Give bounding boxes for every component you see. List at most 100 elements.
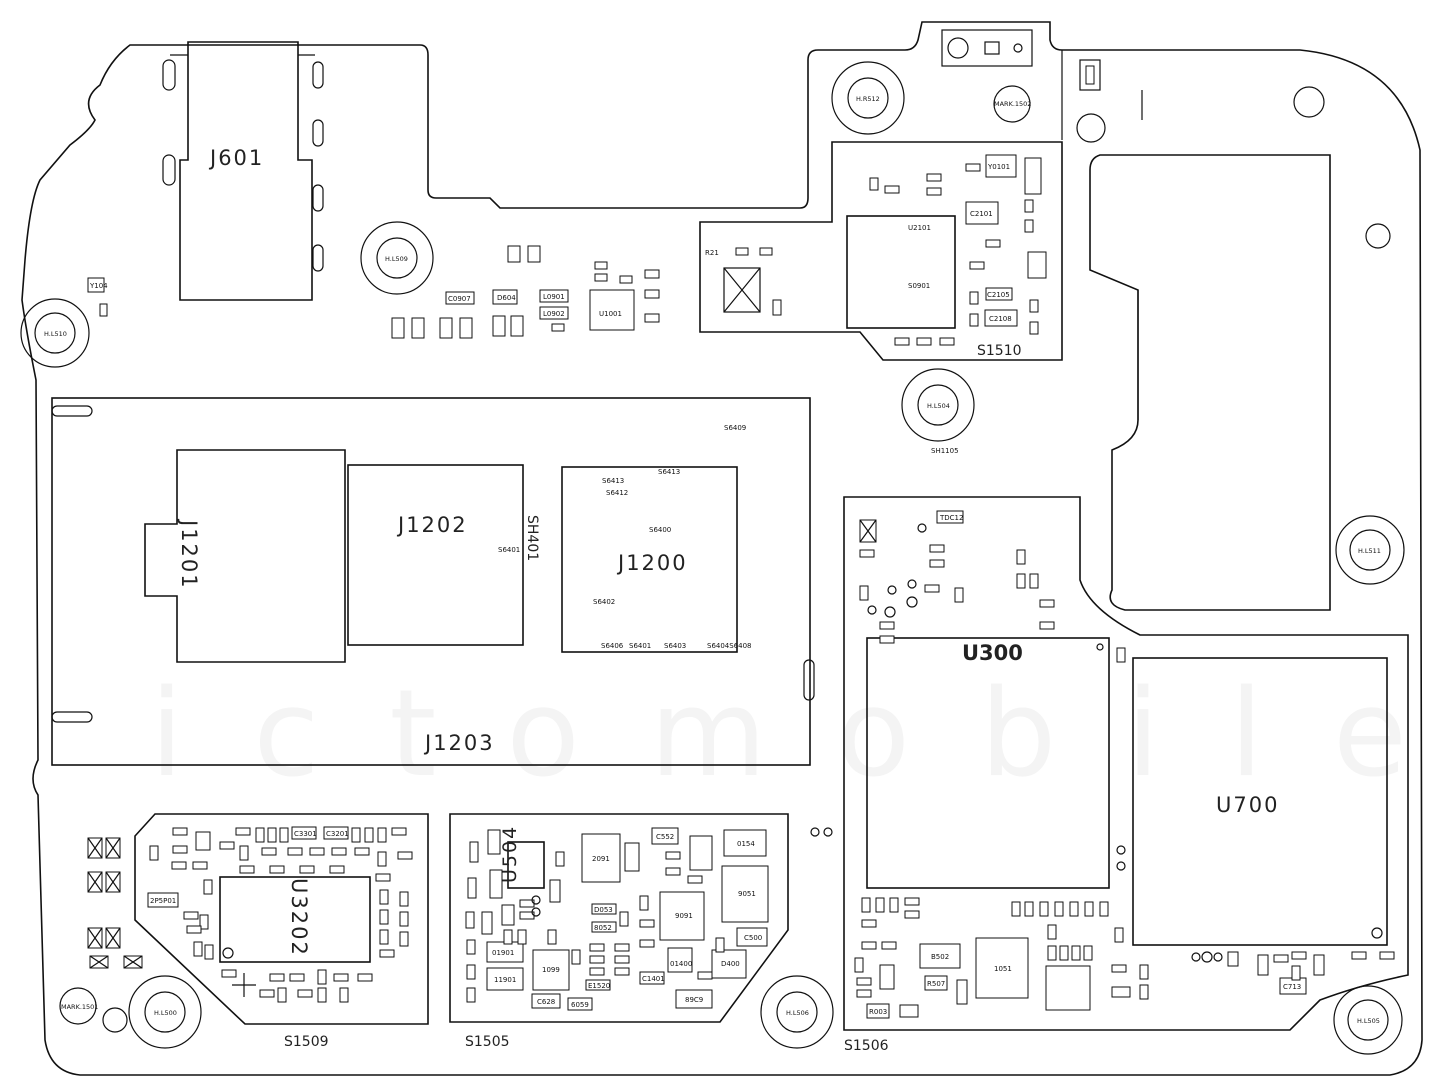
shield-s1506: U300 U700 TDC12 1051 B502 R507 R003 C713… <box>843 496 1409 1054</box>
8052-label: 8052 <box>594 924 612 932</box>
y104-label: Y104 <box>89 282 108 290</box>
hole-h510: H.L510 <box>20 298 90 368</box>
u1001-label: U1001 <box>599 310 622 318</box>
d400-label: D400 <box>721 960 740 968</box>
01901-label: 01901 <box>492 949 514 957</box>
hole-h509: H.L509 <box>360 221 434 295</box>
r21-label: R21 <box>705 249 719 257</box>
svg-text:MARK.1502: MARK.1502 <box>994 100 1031 108</box>
watermark-text: ictomobile <box>150 665 1443 804</box>
u700-label: U700 <box>1216 793 1279 817</box>
j1203-label: J1203 <box>423 731 495 755</box>
svg-text:S6412: S6412 <box>606 489 628 497</box>
small-hole <box>1076 113 1106 143</box>
0154-label: 0154 <box>737 840 755 848</box>
9051-label: 9051 <box>738 890 756 898</box>
u300-label: U300 <box>962 641 1023 665</box>
u2101-label: U2101 <box>908 224 931 232</box>
test-pads <box>531 523 1223 963</box>
1099-label: 1099 <box>542 966 560 974</box>
hole-h511: H.L511 <box>1335 515 1405 585</box>
svg-text:H.L505: H.L505 <box>1357 1017 1380 1025</box>
d053-label: D053 <box>594 906 613 914</box>
svg-text:H.L504: H.L504 <box>927 402 950 410</box>
b502-label: B502 <box>931 953 949 961</box>
connector-j601: J601 <box>162 41 324 301</box>
9091-label: 9091 <box>675 912 693 920</box>
tdc12-label: TDC12 <box>939 514 963 522</box>
mark-1502: MARK.1502 <box>993 85 1031 123</box>
c2101-label: C2101 <box>970 210 993 218</box>
svg-text:H.L510: H.L510 <box>44 330 67 338</box>
small-hole <box>1293 86 1325 118</box>
sh401-label: SH401 <box>524 515 540 561</box>
board-outline <box>21 21 1423 1076</box>
svg-text:H.R512: H.R512 <box>856 95 880 103</box>
small-hole <box>102 1007 128 1033</box>
sh1105-label: SH1105 <box>931 447 959 455</box>
shield-s1510: U2101 S0901 R21 Y0101 C2101 C2108 C2105 … <box>699 141 1063 361</box>
c2105-label: C2105 <box>987 291 1010 299</box>
connector-j1200: J1200 S6409 S6413 S6413 S6412 S6400 S640… <box>498 424 752 653</box>
s1505-label: S1505 <box>465 1034 510 1050</box>
connector-j1203: J1203 <box>51 397 815 766</box>
c3201-label: C3201 <box>326 830 349 838</box>
y0101-label: Y0101 <box>987 163 1010 171</box>
left-component-column <box>87 837 143 969</box>
01400-label: 01400 <box>670 960 692 968</box>
c0907-label: C0907 <box>448 295 471 303</box>
mark-1501: MARK.1501 <box>59 987 98 1025</box>
u504-label: U504 <box>499 825 521 883</box>
j601-label: J601 <box>208 146 264 170</box>
s0901-label: S0901 <box>908 282 930 290</box>
2p5p01-label: 2P5P01 <box>150 897 176 905</box>
11901-label: 11901 <box>494 976 516 984</box>
antenna-pad <box>1079 59 1101 91</box>
r003-label: R003 <box>869 1008 887 1016</box>
hole-h512: H.R512 <box>831 61 905 135</box>
c2108-label: C2108 <box>989 315 1012 323</box>
l1051-label: 1051 <box>994 965 1012 973</box>
svg-text:S6401: S6401 <box>629 642 651 650</box>
top-switch-component <box>941 29 1033 67</box>
shield-s1509: U3202 C3301 C3201 2P5P01 S1509 <box>134 813 429 1050</box>
hole-h504: H.L504 <box>901 368 975 442</box>
connector-j1201: J1201 <box>144 449 346 663</box>
c1401-label: C1401 <box>642 975 665 983</box>
svg-text:S6403: S6403 <box>664 642 686 650</box>
hole-h500: H.L500 <box>128 975 202 1049</box>
j1202-label: J1202 <box>396 513 468 537</box>
c552-label: C552 <box>656 833 674 841</box>
6059-label: 6059 <box>571 1001 589 1009</box>
passive-components <box>99 163 1395 1018</box>
s1506-label: S1506 <box>844 1038 889 1054</box>
l0901-label: L0901 <box>543 293 565 301</box>
j1200-label: J1200 <box>616 551 688 575</box>
s6409-label: S6409 <box>724 424 746 432</box>
svg-text:S6400: S6400 <box>649 526 671 534</box>
c500-label: C500 <box>744 934 762 942</box>
svg-text:S6413: S6413 <box>602 477 624 485</box>
e1520-label: E1520 <box>588 982 610 990</box>
d604-label: D604 <box>497 294 516 302</box>
s1510-label: S1510 <box>977 343 1022 359</box>
inner-cutout <box>1089 154 1331 611</box>
connector-j1202: J1202 <box>347 464 524 646</box>
89c9-label: 89C9 <box>685 996 703 1004</box>
c3301-label: C3301 <box>294 830 317 838</box>
c628-label: C628 <box>537 998 555 1006</box>
l0902-label: L0902 <box>543 310 565 318</box>
c713-label: C713 <box>1283 983 1301 991</box>
r507-label: R507 <box>927 980 945 988</box>
u3202-label: U3202 <box>287 878 311 957</box>
svg-text:S6402: S6402 <box>593 598 615 606</box>
hole-h506: H.L506 <box>760 975 834 1049</box>
j1201-label: J1201 <box>177 518 201 590</box>
2091-label: 2091 <box>592 855 610 863</box>
svg-text:S6404S6408: S6404S6408 <box>707 642 752 650</box>
s1509-label: S1509 <box>284 1034 329 1050</box>
svg-text:S6413: S6413 <box>658 468 680 476</box>
svg-text:H.L506: H.L506 <box>786 1009 809 1017</box>
svg-text:S6401: S6401 <box>498 546 520 554</box>
